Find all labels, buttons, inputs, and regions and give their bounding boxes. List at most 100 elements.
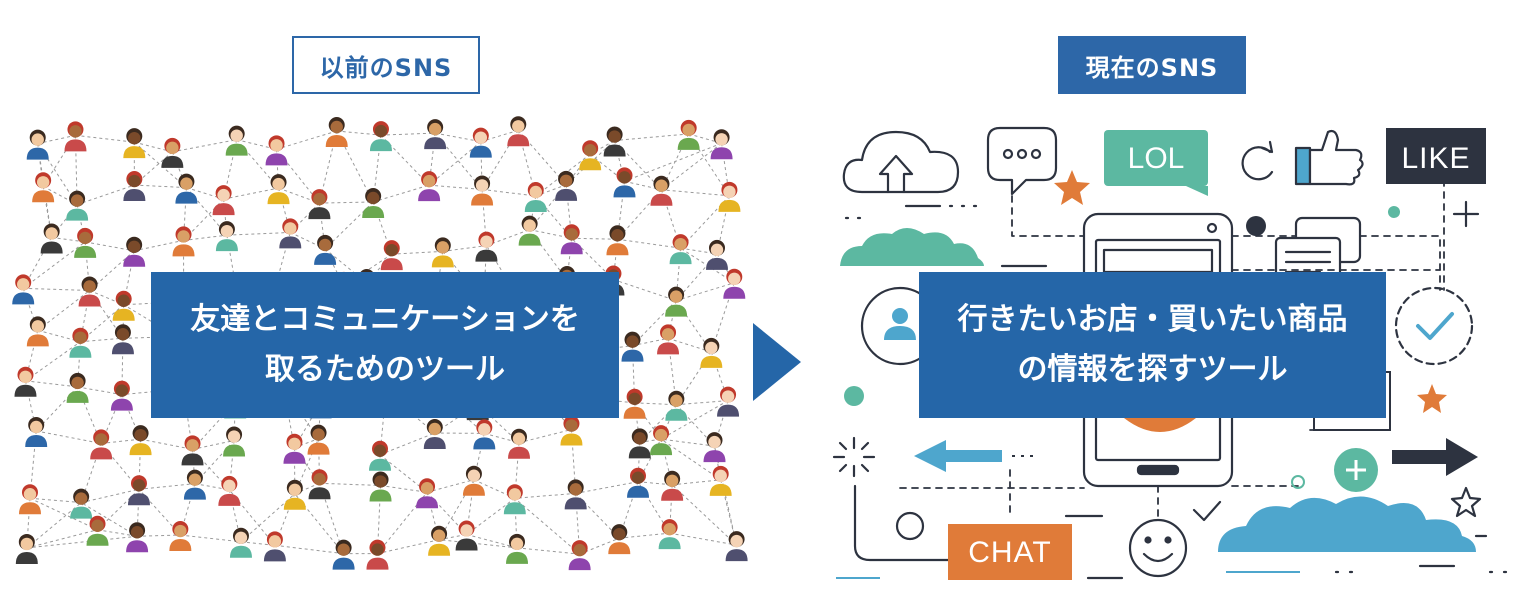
person-avatar xyxy=(175,173,198,204)
network-link xyxy=(619,532,670,539)
network-link xyxy=(576,396,635,404)
network-link xyxy=(25,341,81,382)
network-link xyxy=(380,485,428,493)
network-link xyxy=(37,329,81,343)
person-avatar xyxy=(621,331,644,362)
lol-label: LOL xyxy=(1128,142,1185,175)
cloud-upload-icon xyxy=(842,130,960,194)
person-avatar xyxy=(623,388,646,419)
network-link xyxy=(97,529,138,537)
network-link xyxy=(660,189,682,249)
current-sns-badge: 現在のSNS xyxy=(1058,36,1246,94)
person-avatar xyxy=(508,428,531,459)
person-avatar xyxy=(560,415,583,446)
person-avatar xyxy=(669,234,692,265)
person-avatar xyxy=(14,366,37,397)
person-avatar xyxy=(267,174,290,205)
person-avatar xyxy=(225,125,248,156)
person-avatar xyxy=(473,419,496,450)
person-avatar xyxy=(110,380,133,411)
speech-bubble-icon xyxy=(986,126,1058,196)
network-link xyxy=(80,337,123,343)
person-avatar xyxy=(18,484,41,515)
network-link xyxy=(377,491,428,554)
network-link xyxy=(482,188,536,197)
network-link xyxy=(379,432,435,456)
person-avatar xyxy=(650,175,673,206)
person-avatar xyxy=(66,190,89,221)
network-link xyxy=(514,497,580,555)
person-avatar xyxy=(555,170,578,201)
blue-cloud-shape xyxy=(1218,496,1476,552)
network-link xyxy=(29,497,82,504)
network-link xyxy=(319,201,374,204)
person-avatar xyxy=(462,465,485,496)
person-avatar xyxy=(471,175,494,206)
add-circle-icon xyxy=(1334,448,1378,492)
person-avatar xyxy=(606,225,629,256)
network-link xyxy=(575,493,620,539)
network-link xyxy=(75,134,135,143)
person-avatar xyxy=(279,218,302,249)
network-link xyxy=(183,234,227,241)
person-avatar xyxy=(181,435,204,466)
person-avatar xyxy=(665,390,688,421)
network-link xyxy=(77,386,122,396)
network-link xyxy=(675,253,718,301)
thumbs-up-icon xyxy=(1294,129,1364,186)
person-avatar xyxy=(628,428,651,459)
network-link xyxy=(377,539,440,555)
network-link xyxy=(391,250,443,255)
person-avatar xyxy=(518,215,541,246)
lol-bubble xyxy=(1104,130,1208,196)
modern-sns-illustration: LOL LIKE CHAT xyxy=(832,126,1508,580)
teal-cloud-shape xyxy=(840,228,984,266)
network-link xyxy=(660,400,729,440)
network-link xyxy=(660,438,715,447)
network-link xyxy=(676,400,729,406)
network-link xyxy=(632,300,677,346)
network-link xyxy=(514,492,576,499)
network-link xyxy=(667,337,712,353)
network-link xyxy=(379,391,387,455)
star-outline-icon xyxy=(1450,486,1482,518)
like-label: LIKE xyxy=(1401,142,1470,175)
person-avatar xyxy=(307,424,330,455)
person-avatar xyxy=(26,129,49,160)
person-avatar xyxy=(613,167,636,198)
person-avatar xyxy=(26,316,49,347)
person-avatar xyxy=(112,290,135,321)
network-link xyxy=(81,488,140,504)
person-avatar xyxy=(469,127,492,158)
person-avatar xyxy=(25,416,48,447)
person-avatar xyxy=(603,126,626,157)
person-avatar xyxy=(283,479,306,510)
person-avatar xyxy=(366,539,389,570)
person-avatar xyxy=(475,231,498,262)
person-avatar xyxy=(263,531,286,562)
network-link xyxy=(29,497,98,531)
person-avatar xyxy=(123,236,146,267)
person-avatar xyxy=(524,181,547,212)
network-link xyxy=(37,290,90,331)
person-avatar xyxy=(325,116,348,147)
network-link xyxy=(466,533,518,549)
person-avatar xyxy=(564,479,587,510)
person-avatar xyxy=(111,324,134,355)
person-avatar xyxy=(215,221,238,252)
person-avatar xyxy=(183,469,206,500)
network-link xyxy=(294,493,344,554)
network-link xyxy=(77,386,102,444)
person-avatar xyxy=(362,187,385,218)
person-avatar xyxy=(703,432,726,463)
network-link xyxy=(429,184,483,190)
person-avatar xyxy=(424,119,447,150)
person-avatar xyxy=(503,484,526,515)
person-avatar xyxy=(78,276,101,307)
network-link xyxy=(442,245,487,252)
person-avatar xyxy=(661,470,684,501)
network-link xyxy=(529,229,572,239)
person-avatar xyxy=(369,440,392,471)
network-link xyxy=(80,443,102,503)
person-avatar xyxy=(169,521,192,552)
